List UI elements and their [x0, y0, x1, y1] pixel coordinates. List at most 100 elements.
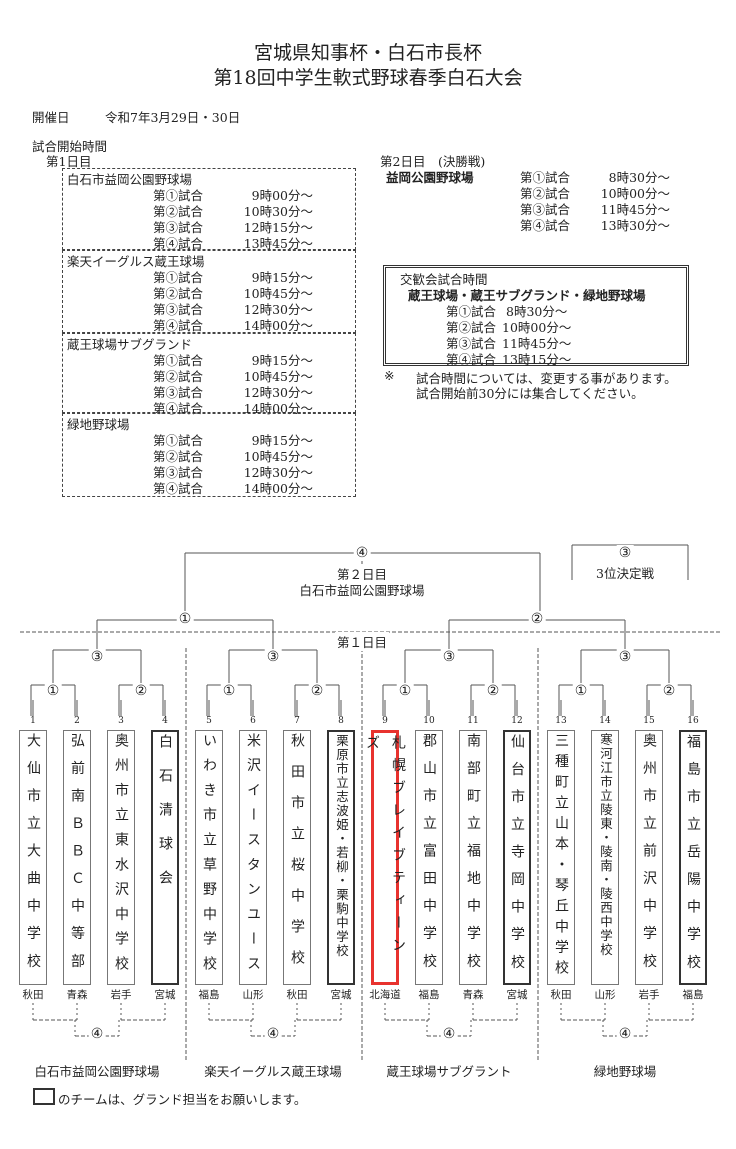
team-number: 5 [206, 716, 212, 726]
team-name: 仙台市立寺岡中学校 [509, 734, 525, 982]
team-prefecture: 秋田 [22, 989, 44, 1001]
round1-marker: ① [572, 683, 590, 699]
team-number: 15 [643, 716, 655, 726]
team-name: 秋田市立桜中学校 [289, 733, 305, 981]
team-name: いわき市立草野中学校 [201, 733, 217, 981]
legend-home-box [33, 1088, 55, 1105]
team-name: 寒河江市立陵東・陵南・陵西中学校 [598, 733, 613, 957]
day2-label: 第2日目 (決勝戦) [380, 154, 486, 169]
team-box[interactable]: 福島市立岳陽中学校 [679, 730, 707, 985]
team-name: 福島市立岳陽中学校 [685, 734, 701, 982]
team-prefecture: 山形 [594, 989, 616, 1001]
team-box[interactable]: 南部町立福地中学校 [459, 730, 487, 985]
team-name: 白石清球会 [157, 734, 173, 904]
round2-marker: ③ [88, 649, 106, 665]
day2-venue: 白石市益岡公園野球場 [297, 580, 427, 599]
round1-marker: ② [484, 683, 502, 699]
round2-marker: ③ [616, 649, 634, 665]
game-label: 第②試合 [520, 186, 571, 201]
third-place-label: 3位決定戦 [594, 563, 656, 582]
team-number: 14 [599, 716, 611, 726]
start-times-label: 試合開始時間 [32, 139, 108, 154]
team-box[interactable]: 仙台市立寺岡中学校 [503, 730, 531, 985]
team-prefecture: 宮城 [506, 989, 528, 1001]
game-label: 第②試合 [153, 286, 204, 301]
exchange-game-marker: ④ [440, 1026, 458, 1042]
game-time: 10時30分～ [243, 204, 313, 219]
game-row: 第④試合 13時30分～ [520, 215, 670, 234]
third-place-marker: ③ [616, 545, 634, 561]
team-box[interactable]: 米沢イースタンユース [239, 730, 267, 985]
game-time: 14時00分～ [243, 318, 313, 333]
day2-venue: 益岡公園野球場 [386, 170, 474, 185]
team-number: 12 [511, 716, 523, 726]
team-prefecture: 秋田 [550, 989, 572, 1001]
date-label: 開催日 [32, 110, 70, 125]
team-box[interactable]: 奥州市立東水沢中学校 [107, 730, 135, 985]
team-number: 3 [118, 716, 124, 726]
team-box[interactable]: 大仙市立大曲中学校 [19, 730, 47, 985]
team-box[interactable]: 秋田市立桜中学校 [283, 730, 311, 985]
day1-label: 第１日目 [334, 632, 390, 651]
round1-marker: ① [396, 683, 414, 699]
team-box[interactable]: いわき市立草野中学校 [195, 730, 223, 985]
day1-label: 第1日目 [46, 154, 92, 169]
block-venue-label: 緑地野球場 [593, 1064, 657, 1079]
game-time: 8時30分～ [502, 304, 568, 319]
team-box[interactable]: 寒河江市立陵東・陵南・陵西中学校 [591, 730, 619, 985]
round1-marker: ② [660, 683, 678, 699]
round1-marker: ① [44, 683, 62, 699]
game-row: 第④試合 14時00分～ [153, 398, 353, 417]
date-value: 令和7年3月29日・30日 [105, 110, 241, 125]
team-box[interactable]: 栗原市立志波姫・若柳・栗駒中学校 [327, 730, 355, 985]
game-time: 13時30分～ [600, 218, 670, 233]
note-line-2: 試合開始前30分には集合してください。 [416, 386, 644, 401]
team-prefecture: 福島 [198, 989, 220, 1001]
exchange-title: 交歓会試合時間 [400, 272, 488, 287]
game-time: 8時30分～ [608, 170, 670, 185]
game-label: 第③試合 [520, 202, 571, 217]
team-box[interactable]: 奥州市立前沢中学校 [635, 730, 663, 985]
game-time: 10時45分～ [243, 369, 313, 384]
team-number: 16 [687, 716, 699, 726]
game-label: 第①試合 [446, 304, 497, 319]
game-time: 13時15分～ [502, 352, 572, 367]
team-number: 7 [294, 716, 300, 726]
venue-name: 白石市益岡公園野球場 [67, 172, 193, 187]
team-box[interactable]: 郡山市立富田中学校 [415, 730, 443, 985]
game-label: 第④試合 [520, 218, 571, 233]
exchange-game-marker: ④ [616, 1026, 634, 1042]
block-venue-label: 白石市益岡公園野球場 [34, 1064, 160, 1079]
team-box[interactable]: 三種町立山本・琴丘中学校 [547, 730, 575, 985]
game-time: 10時00分～ [502, 320, 572, 335]
game-label: 第①試合 [153, 270, 204, 285]
block-venue-label: 楽天イーグルス蔵王球場 [204, 1064, 342, 1079]
team-box[interactable]: 札幌ブレイブティーンズ [364, 730, 406, 985]
team-box[interactable]: 弘前南ＢＢＣ中等部 [63, 730, 91, 985]
game-time: 10時45分～ [243, 449, 313, 464]
team-prefecture: 青森 [66, 989, 88, 1001]
game-time: 9時15分～ [251, 270, 313, 285]
team-box[interactable]: 白石清球会 [151, 730, 179, 985]
exchange-schedule-box: 交歓会試合時間 蔵王球場・蔵王サブグランド・緑地野球場 第①試合 8時30分～第… [383, 265, 689, 368]
team-number: 6 [250, 716, 256, 726]
team-prefecture: 北海道 [369, 989, 401, 1001]
venue-name: 蔵王球場サブグランド [67, 337, 193, 352]
game-time: 14時00分～ [243, 401, 313, 416]
game-label: 第④試合 [153, 401, 204, 416]
venue-name: 楽天イーグルス蔵王球場 [67, 254, 205, 269]
team-name: 米沢イースタンユース [245, 733, 261, 981]
